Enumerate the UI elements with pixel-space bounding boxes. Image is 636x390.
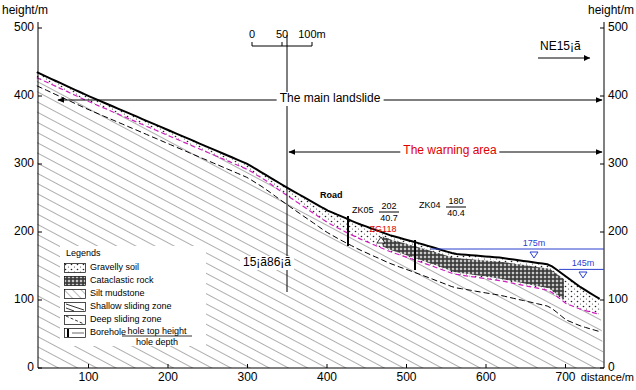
axis-number: 600 [476, 371, 496, 385]
axis-number: 300 [14, 157, 34, 171]
legend-swatch [64, 276, 86, 286]
ground-surface [37, 72, 600, 299]
region-label: The main landslide [277, 92, 384, 106]
tick [38, 232, 42, 233]
axis-number: 500 [396, 371, 416, 385]
axis-number: 200 [14, 225, 34, 239]
axis-number: 300 [237, 371, 257, 385]
legend-text: Gravelly soil [90, 262, 139, 272]
dip-angle: 15¡ã86¡ã [240, 256, 294, 270]
scale-number: 0 [249, 28, 255, 41]
tick [600, 300, 604, 301]
legend-swatch [64, 315, 86, 325]
axis-number: 400 [14, 89, 34, 103]
scale-number: 50 [276, 28, 288, 41]
hole-depth: 40.7 [380, 213, 398, 223]
axis-number: 0 [27, 361, 34, 375]
axis-number: 400 [608, 89, 628, 103]
tick [327, 364, 328, 368]
deep-sliding-zone [37, 86, 600, 332]
axis-number: 100 [608, 293, 628, 307]
axis-number: 700 [555, 371, 575, 385]
tick [38, 96, 42, 97]
legend-swatch [64, 289, 86, 299]
tick [600, 28, 604, 29]
axis-title: distance/m [581, 371, 634, 384]
axis-title: height/m [588, 4, 634, 18]
tick [600, 164, 604, 165]
tick [600, 96, 604, 97]
axis-title: height/m [2, 4, 48, 18]
legend-note: hole depth [136, 337, 178, 347]
axis-number: 100 [14, 293, 34, 307]
tick [486, 364, 487, 368]
axis-number: 100 [78, 371, 98, 385]
legend-swatch [64, 302, 86, 312]
hole-top-height: 202 [381, 201, 396, 211]
tick [88, 364, 89, 368]
axis-number: 500 [608, 21, 628, 35]
legend-swatch [64, 328, 86, 338]
legend-text: Shallow sliding zone [90, 301, 172, 311]
region-label: The warning area [400, 144, 499, 158]
tick [38, 300, 42, 301]
tick [38, 368, 42, 369]
axis-number: 200 [608, 225, 628, 239]
tick [600, 368, 604, 369]
water-level: 145m [572, 258, 595, 268]
legend-text: Cataclastic rock [90, 275, 154, 285]
shallow-sliding-zone [37, 78, 600, 315]
tick [247, 364, 248, 368]
axis-number: 500 [14, 21, 34, 35]
scale-number: 100m [298, 28, 326, 41]
legend-text: Borehole [90, 327, 126, 337]
axis-number: 200 [158, 371, 178, 385]
cataclastic-rock [383, 237, 564, 300]
orientation: NE15¡ã [540, 40, 581, 54]
tick [406, 364, 407, 368]
borehole-id: ZK04 [419, 200, 441, 210]
legend-text: Silt mudstone [90, 288, 145, 298]
water-level: 175m [523, 238, 546, 248]
tick [565, 364, 566, 368]
legend-swatch [64, 263, 86, 273]
legend-text: Deep sliding zone [90, 314, 162, 324]
monitor-point: ZG118 [370, 224, 397, 234]
tick [38, 28, 42, 29]
road-label: Road [320, 190, 343, 200]
hole-top-height: 180 [448, 196, 463, 206]
tick [168, 364, 169, 368]
axis-number: 300 [608, 157, 628, 171]
tick [600, 232, 604, 233]
legend-title: Legends [66, 248, 101, 258]
gravelly-soil [37, 72, 600, 314]
axis-number: 400 [317, 371, 337, 385]
hole-depth: 40.4 [447, 208, 465, 218]
silt-mudstone [37, 72, 604, 368]
borehole-id: ZK05 [352, 205, 374, 215]
legend-note: hole top height [127, 326, 186, 336]
tick [38, 164, 42, 165]
